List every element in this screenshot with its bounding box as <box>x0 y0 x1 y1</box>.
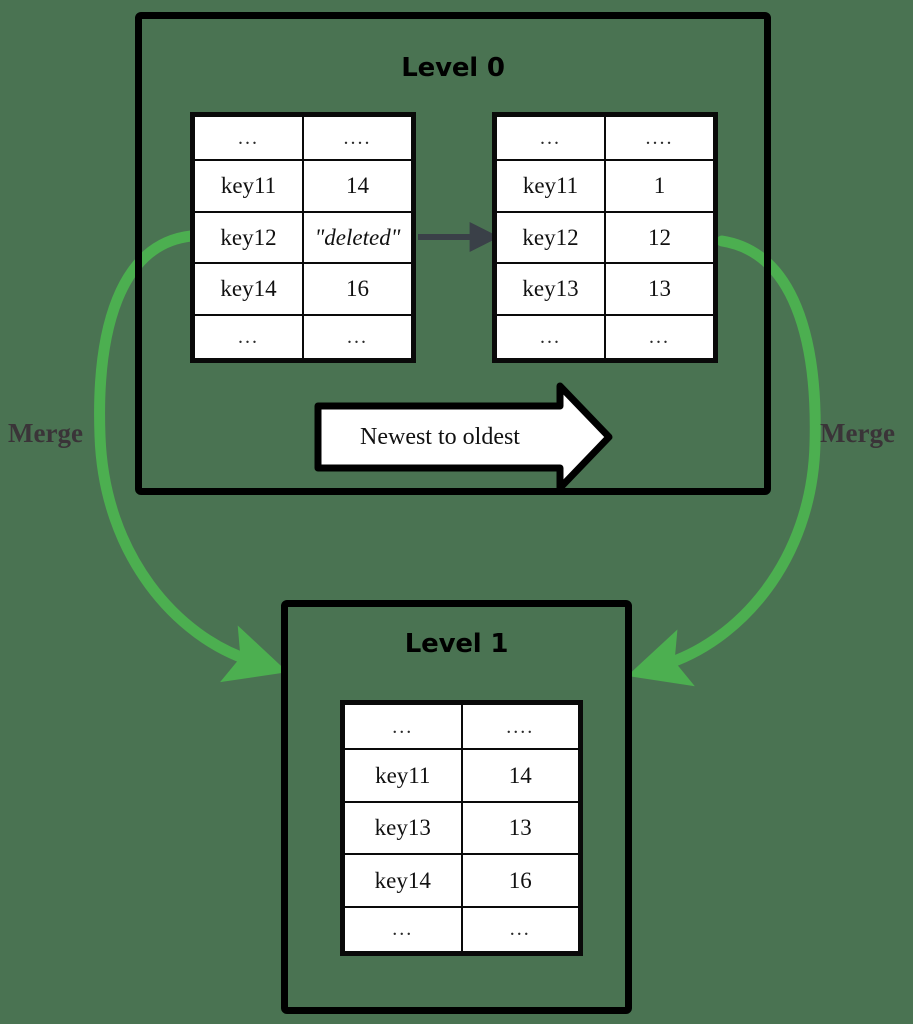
newest-to-oldest-banner: Newest to oldest <box>311 399 616 475</box>
table-row: key12 12 <box>497 210 713 265</box>
cell-value: ... <box>302 313 411 358</box>
sstable-older-table: ... .... key11 1 key12 12 key13 13 ... .… <box>497 117 713 358</box>
sstable-merged-table: ... .... key11 14 key13 13 key14 16 ... … <box>345 705 578 951</box>
cell-value: .... <box>302 117 411 162</box>
cell-value: 13 <box>460 800 578 856</box>
table-row: key11 1 <box>497 159 713 213</box>
cell-value: 13 <box>604 262 713 316</box>
cell-value: .... <box>460 705 578 751</box>
table-row: ... ... <box>497 313 713 358</box>
cell-key: ... <box>195 117 304 162</box>
table-row: key13 13 <box>497 262 713 316</box>
table-row: ... .... <box>345 705 578 751</box>
cell-key: key13 <box>497 262 606 316</box>
cell-value: ... <box>460 905 578 951</box>
sstable-older: ... .... key11 1 key12 12 key13 13 ... .… <box>492 112 718 363</box>
cell-value: 12 <box>604 210 713 265</box>
cell-value: 1 <box>604 159 713 213</box>
table-row: ... .... <box>195 117 411 162</box>
sstable-newest: ... .... key11 14 key12 "deleted" key14 … <box>190 112 416 363</box>
cell-key: key13 <box>345 800 463 856</box>
level1-container: Level 1 <box>281 600 632 1014</box>
table-row: key11 14 <box>195 159 411 213</box>
cell-key: key14 <box>345 853 463 908</box>
cell-value-tombstone: "deleted" <box>302 210 411 265</box>
table-row: key14 16 <box>195 262 411 316</box>
cell-key: ... <box>497 117 606 162</box>
cell-value: 14 <box>460 748 578 803</box>
cell-key: key11 <box>195 159 304 213</box>
table-row: key14 16 <box>345 853 578 908</box>
cell-key: key11 <box>497 159 606 213</box>
cell-key: key14 <box>195 262 304 316</box>
table-row: key11 14 <box>345 748 578 803</box>
newest-to-oldest-label: Newest to oldest <box>360 423 520 450</box>
cell-value: .... <box>604 117 713 162</box>
cell-key: key12 <box>195 210 304 265</box>
cell-key: ... <box>195 313 304 358</box>
table-row: ... ... <box>195 313 411 358</box>
cell-key: ... <box>345 705 463 751</box>
merge-label-right: Merge <box>820 418 895 448</box>
level0-title: Level 0 <box>401 53 505 83</box>
cell-key: key12 <box>497 210 606 265</box>
table-row: key12 "deleted" <box>195 210 411 265</box>
cell-key: key11 <box>345 748 463 803</box>
level0-container: Level 0 <box>135 12 771 495</box>
cell-key: ... <box>497 313 606 358</box>
cell-key: ... <box>345 905 463 951</box>
cell-value: ... <box>604 313 713 358</box>
table-row: ... .... <box>497 117 713 162</box>
table-row: key13 13 <box>345 800 578 856</box>
cell-value: 16 <box>302 262 411 316</box>
level1-title: Level 1 <box>404 629 509 659</box>
cell-value: 16 <box>460 853 578 908</box>
merge-label-left: Merge <box>8 418 83 448</box>
sstable-newest-table: ... .... key11 14 key12 "deleted" key14 … <box>195 117 411 358</box>
table-row: ... ... <box>345 905 578 951</box>
sstable-merged: ... .... key11 14 key13 13 key14 16 ... … <box>340 700 583 956</box>
cell-value: 14 <box>302 159 411 213</box>
